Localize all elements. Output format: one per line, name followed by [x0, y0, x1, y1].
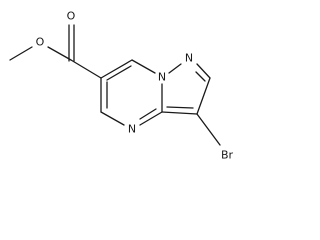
atom-bromine: Br — [221, 149, 234, 162]
atom-carbonyl-oxygen: O — [67, 10, 76, 23]
structure-diagram: O O N N N Br — [9, 10, 234, 162]
bond-c3-c3a-inner — [166, 106, 194, 109]
bond-n1-n2 — [168, 63, 182, 74]
atom-n4: N — [128, 123, 136, 136]
bond-carbonyl-ring — [70, 59, 102, 79]
bond-methyl-o — [9, 46, 33, 61]
atom-ester-oxygen: O — [36, 36, 45, 49]
bond-c3-c3a — [161, 111, 198, 115]
bond-n2-c2-inner — [195, 71, 206, 82]
atom-n2: N — [185, 52, 193, 65]
bond-c6-c7-inner — [106, 65, 132, 81]
bond-c3-br — [196, 113, 221, 146]
bond-c3a-n4 — [139, 111, 163, 126]
atom-n1: N — [158, 71, 166, 84]
bond-n2-c2 — [196, 63, 211, 79]
bond-c7-n1 — [131, 59, 156, 74]
bond-c6-c7 — [100, 59, 133, 79]
bond-c3a-n4-inner — [139, 108, 157, 120]
bond-n4-c5 — [100, 111, 125, 126]
bond-o-carbonyl — [47, 46, 72, 61]
bond-c2-c3 — [196, 77, 211, 115]
